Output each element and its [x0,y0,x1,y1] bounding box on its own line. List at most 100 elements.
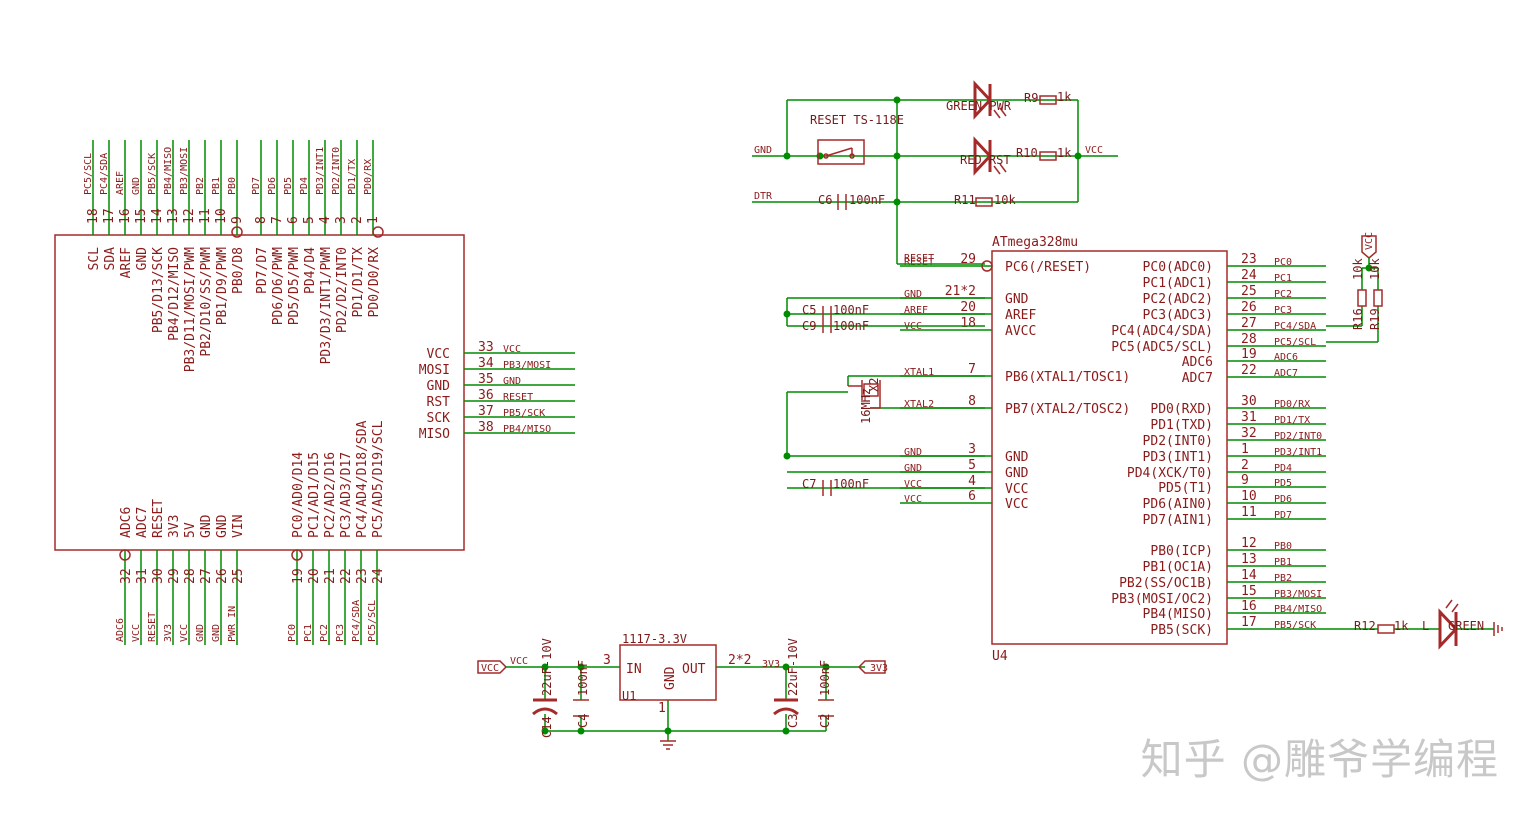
net-label: PD5 [1274,478,1292,489]
pin-number: 31 [1241,410,1257,425]
net-label: GND [211,624,222,642]
net-label: PB1 [211,177,222,195]
pin-number: 35 [478,372,494,387]
pin-name: PB5(SCK) [1150,623,1213,638]
pin-name: PC0/AD0/D14 [291,452,306,538]
atmega328-symbol: ATmega328muU429PC6(/RESET)RESET21*2GNDGN… [900,235,1326,664]
pin-name: ADC6 [1182,355,1213,370]
pin-number: 4 [968,474,976,489]
pin-number: 10 [1241,489,1257,504]
reg-gnd-label: GND [663,666,678,690]
regulator-circuit: VCC VCC IN OUT GND 1117-3.3V U1 3 2*2 1 … [477,632,888,750]
pin-name: RESET [151,499,166,538]
pin-number: 33 [478,340,494,355]
pin-name: MISO [419,427,450,442]
pin-number: 19 [1241,347,1257,362]
net-label: PB0 [227,177,238,195]
green-pwr-label: GREEN PWR [946,99,1012,113]
pin-number: 13 [166,208,181,224]
net-label: PD4 [299,177,310,195]
pin-number: 2 [1241,458,1249,473]
red-rst-label: RED RST [960,153,1011,167]
mcu-body [991,250,1228,645]
net-label: PD3/INT1 [315,147,326,195]
pin-name: ADC7 [135,507,150,538]
pin-number: 28 [1241,332,1257,347]
pin-name: GND [135,247,150,271]
decoupling-caps: C5 100nF C9 100nF X2 16MHz C7 100nF [783,297,985,496]
pin-number: 20 [307,568,322,584]
pin-number: 26 [215,568,230,584]
r11-value: 10k [994,193,1016,207]
pin-number: 37 [478,404,494,419]
reg-pin-gnd: 1 [658,701,666,716]
net-label: XTAL1 [904,367,934,378]
pin-name: PD1(TXD) [1150,418,1213,433]
net-label: PD2/INT0 [1274,431,1322,442]
net-label: GND [195,624,206,642]
reg-ref: U1 [622,689,636,703]
pin-name: GND [1005,450,1029,465]
r19-label: R19 [1368,308,1382,330]
pin-number: 3 [334,216,349,224]
net-label: PC0 [1274,257,1292,268]
c14-label: C14 [540,716,554,738]
net-label: PC4/SDA [351,600,362,642]
net-label: PC2 [319,624,330,642]
net-label: PB3/MOSI [179,147,190,195]
net-label: GND [904,447,922,458]
pin-name: VIN [231,515,246,538]
pin-name: AREF [119,247,134,278]
net-label: PD1/TX [1274,415,1310,426]
pin-number: 9 [1241,473,1249,488]
pin-number: 11 [1241,505,1257,520]
net-label: PC1 [303,624,314,642]
red-rst-led [973,136,1007,176]
net-label: RESET [147,612,158,642]
net-label: ADC7 [1274,368,1298,379]
net-label: PC4/SDA [99,153,110,195]
net-label: PB1 [1274,557,1292,568]
pin-number: 25 [1241,284,1257,299]
pin-name: PB6(XTAL1/TOSC1) [1005,370,1130,385]
r19-value: 10k [1368,258,1382,280]
pin-number: 24 [371,568,386,584]
pin-name: PC5(ADC5/SCL) [1111,340,1213,355]
pin-name: PC0(ADC0) [1143,260,1213,275]
pin-name: PD6(AIN0) [1143,497,1213,512]
pin-number: 1 [366,216,381,224]
mcu-pin-31: PD1(TXD) 31 PD1/TX [1150,410,1326,433]
pin-name: GND [427,379,451,394]
net-label: 3V3 [163,624,174,642]
net-label: PB3/MOSI [1274,589,1322,600]
gnd-net-label: GND [754,145,772,156]
pin-name: 5V [183,522,198,538]
pin-number: 9 [230,216,245,224]
v33-flag: 3V3 [870,663,888,674]
pin-name: PD5(T1) [1158,481,1213,496]
pin-name: VCC [1005,482,1028,497]
c2-label: C2 [818,714,832,728]
green-pwr-led [973,80,1007,120]
r19-resistor [1373,289,1383,307]
